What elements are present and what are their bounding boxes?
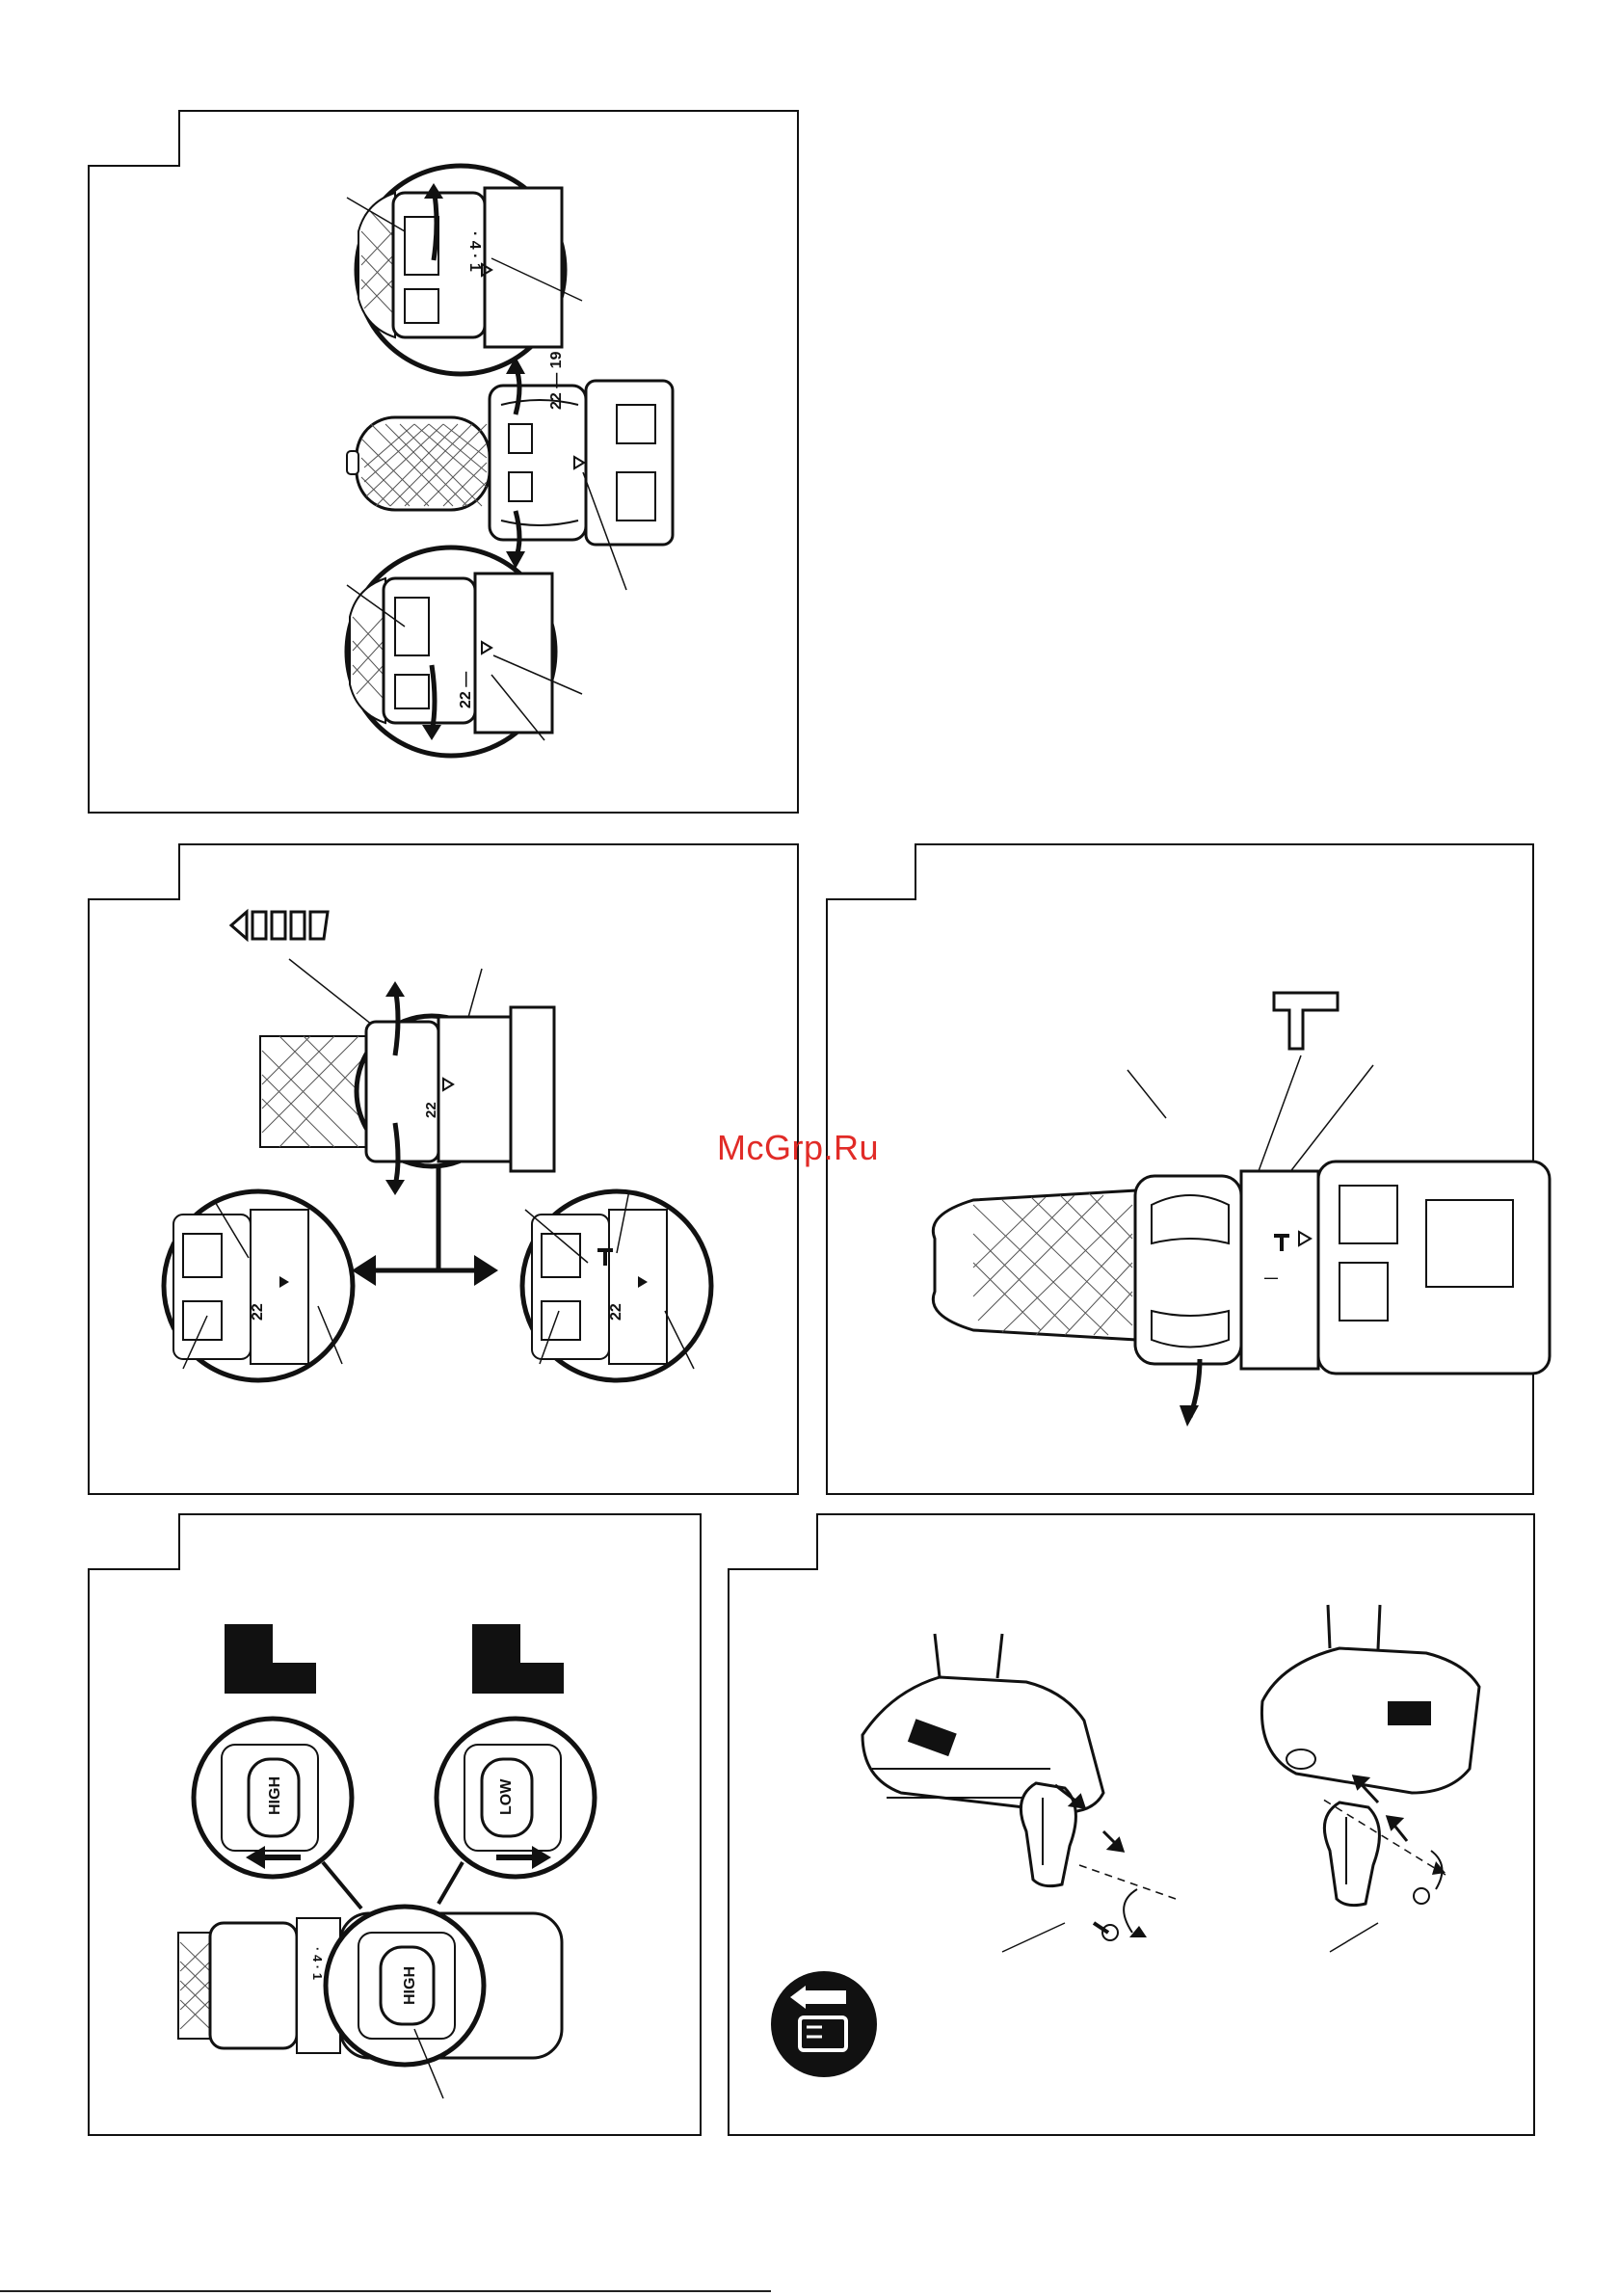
watermark-text: McGrp.Ru xyxy=(717,1128,879,1168)
speed-dial-numbers: · 4 · 1 xyxy=(310,1947,325,1980)
magnified-switch-high: HIGH xyxy=(194,1719,352,1877)
left-mode-dial-numbers: 22 xyxy=(250,1303,266,1321)
drill-base-left xyxy=(862,1634,1103,1812)
hammer-mode-icon xyxy=(1274,993,1338,1049)
screw-right xyxy=(1414,1888,1429,1904)
magnified-dial-top: · 4 · 1 xyxy=(357,166,565,374)
belt-clip-left xyxy=(1021,1783,1075,1886)
battery-release-icon xyxy=(771,1971,877,2077)
figure-speed-switch: HIGH LOW · 4 · 1 xyxy=(0,1508,713,2145)
high-speed-icon xyxy=(225,1624,316,1694)
hammer-dial-mark: — xyxy=(1264,1269,1278,1285)
magnified-hammer-mode: 22 xyxy=(522,1191,711,1380)
magnified-dial-bottom: 22 — xyxy=(347,547,555,756)
switch-label-low: LOW xyxy=(498,1778,515,1815)
drill-mode-icon xyxy=(231,912,328,939)
magnified-drill-mode: 22 xyxy=(164,1191,353,1380)
drill-base-right xyxy=(1261,1605,1479,1793)
figure-mode-selection: 22 22 xyxy=(0,829,809,1504)
bottom-dial-numbers: 22 — xyxy=(458,672,474,708)
footer-rule xyxy=(0,2290,771,2292)
figure-hammer-mode: — xyxy=(809,829,1618,1504)
switch-label-main: HIGH xyxy=(402,1966,418,2005)
mode-dial-numbers: 22 xyxy=(423,1102,439,1118)
figure-clutch-adjustment: 22 — 19 · 16 · 4 · 1 xyxy=(0,0,809,819)
switch-label-high: HIGH xyxy=(267,1776,283,1815)
magnified-switch-low: LOW xyxy=(437,1719,595,1877)
low-speed-icon xyxy=(472,1624,564,1694)
figure-belt-clip xyxy=(713,1508,1618,2145)
drill-top-view: · 4 · 1 HIGH xyxy=(178,1907,562,2065)
right-mode-dial-numbers: 22 xyxy=(608,1303,624,1321)
screw-left xyxy=(1094,1923,1118,1940)
top-dial-numbers: · 4 · 1 xyxy=(466,231,483,272)
